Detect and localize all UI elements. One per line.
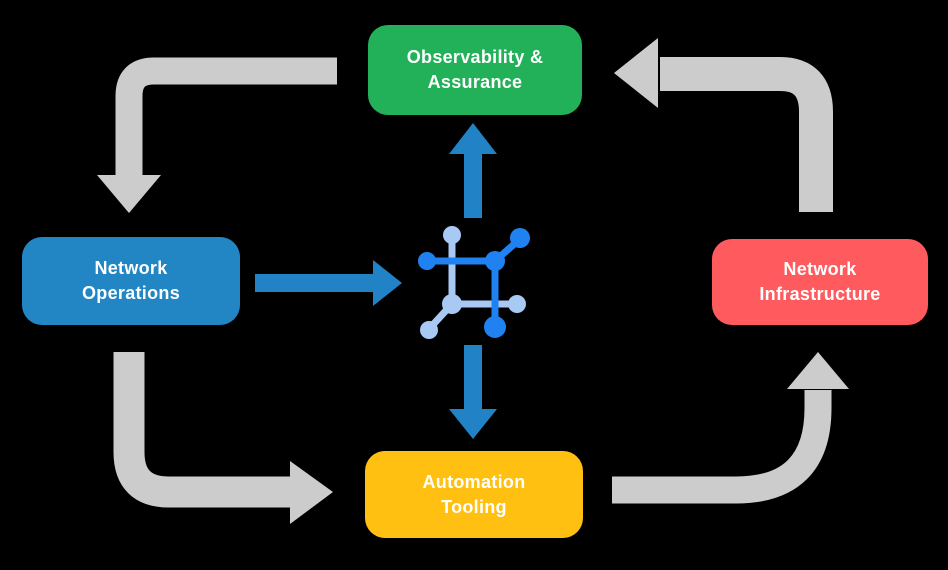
node-observability-label: Observability & Assurance — [406, 47, 544, 92]
node-network-operations: Network Operations — [22, 237, 240, 325]
icon-node-light — [442, 294, 462, 314]
arrow-automation-to-infrastructure — [612, 352, 849, 504]
icon-node-light — [420, 321, 438, 339]
arrow-infrastructure-to-observability — [614, 38, 833, 212]
node-automation-tooling: Automation Tooling — [365, 451, 583, 538]
network-automation-platform-icon — [418, 226, 530, 339]
arrow-head-up-icon — [449, 123, 497, 154]
arrow-head-left-icon — [614, 38, 658, 108]
arrow-head-down-icon — [449, 409, 497, 439]
icon-node-light — [443, 226, 461, 244]
arrow-head-right-icon — [373, 260, 402, 306]
arrow-head-right-icon — [290, 461, 333, 524]
node-network-infrastructure-label: Network Infrastructure — [759, 259, 881, 304]
node-observability: Observability & Assurance — [368, 25, 582, 115]
arrow-head-down-icon — [97, 175, 161, 213]
node-network-infrastructure: Network Infrastructure — [712, 239, 928, 325]
node-automation-tooling-label: Automation Tooling — [422, 471, 526, 517]
arrow-shaft — [660, 57, 833, 212]
icon-node-dark — [484, 316, 506, 338]
arrow-operations-to-automation — [113, 352, 333, 524]
arrow-shaft — [612, 390, 832, 504]
icon-node-light — [508, 295, 526, 313]
icon-node-dark — [418, 252, 436, 270]
arrow-platform-to-observability — [449, 123, 497, 218]
arrow-shaft — [115, 57, 337, 176]
arrow-head-up-icon — [787, 352, 849, 389]
arrow-observability-to-operations — [97, 57, 337, 213]
arrow-platform-to-automation — [449, 345, 497, 439]
arrow-shaft — [113, 352, 291, 508]
icon-node-dark — [485, 251, 505, 271]
arrow-operations-to-platform — [255, 260, 402, 306]
icon-node-dark — [510, 228, 530, 248]
node-network-operations-label: Network Operations — [81, 258, 181, 303]
